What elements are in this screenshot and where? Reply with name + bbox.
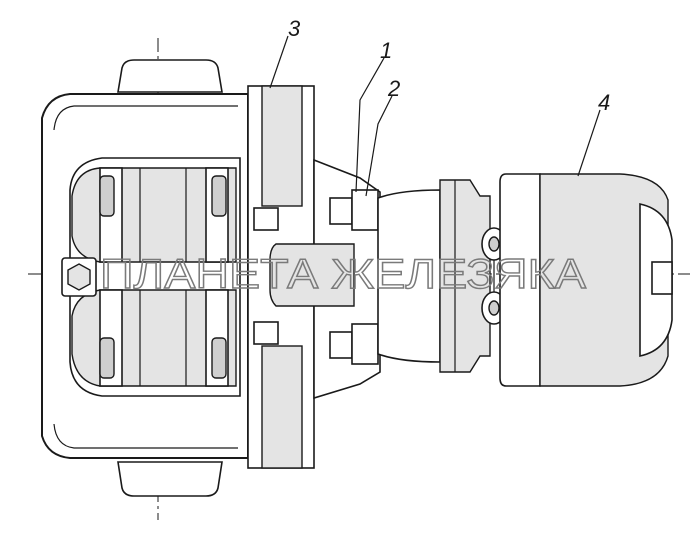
- leader-line-1: [355, 57, 385, 193]
- lower-pad-slot-left: [99, 337, 115, 379]
- lower-bolt-head: [329, 331, 353, 359]
- clamp-ring: [439, 179, 491, 373]
- leader-line-2: [365, 95, 393, 197]
- bracket-upper-block: [261, 85, 303, 207]
- callout-4: 4: [598, 90, 610, 115]
- upper-bolt-head: [329, 197, 353, 225]
- center-bolt-head: [67, 263, 91, 291]
- upper-pad-slot-right: [211, 175, 227, 217]
- connecting-block: [269, 243, 355, 307]
- clamp-bolt-lower-hole: [488, 300, 500, 316]
- top-lug: [117, 59, 223, 93]
- upper-pad-slot-left: [99, 175, 115, 217]
- bracket-lower-block: [261, 345, 303, 469]
- housing-edge-top: [53, 105, 238, 131]
- leader-line-3: [269, 35, 289, 89]
- brake-chamber: [539, 173, 669, 387]
- bottom-lug: [117, 461, 223, 497]
- watermark-text: ПЛАНЕТА ЖЕЛЕЗЯКА: [100, 250, 586, 297]
- lower-bolt-washer: [351, 323, 379, 365]
- clamp-bolt-upper-hole: [488, 236, 500, 252]
- bracket-step-lower: [253, 321, 279, 345]
- lower-pad-slot-right: [211, 337, 227, 379]
- housing-edge-bottom: [53, 423, 238, 449]
- callout-2: 2: [387, 76, 400, 101]
- bracket-step-upper: [253, 207, 279, 231]
- callout-3: 3: [288, 16, 301, 41]
- chamber-end-nut: [651, 261, 673, 295]
- chamber-flange: [499, 173, 541, 387]
- upper-bolt-washer: [351, 189, 379, 231]
- callout-1: 1: [380, 38, 392, 63]
- leader-line-4: [577, 109, 601, 177]
